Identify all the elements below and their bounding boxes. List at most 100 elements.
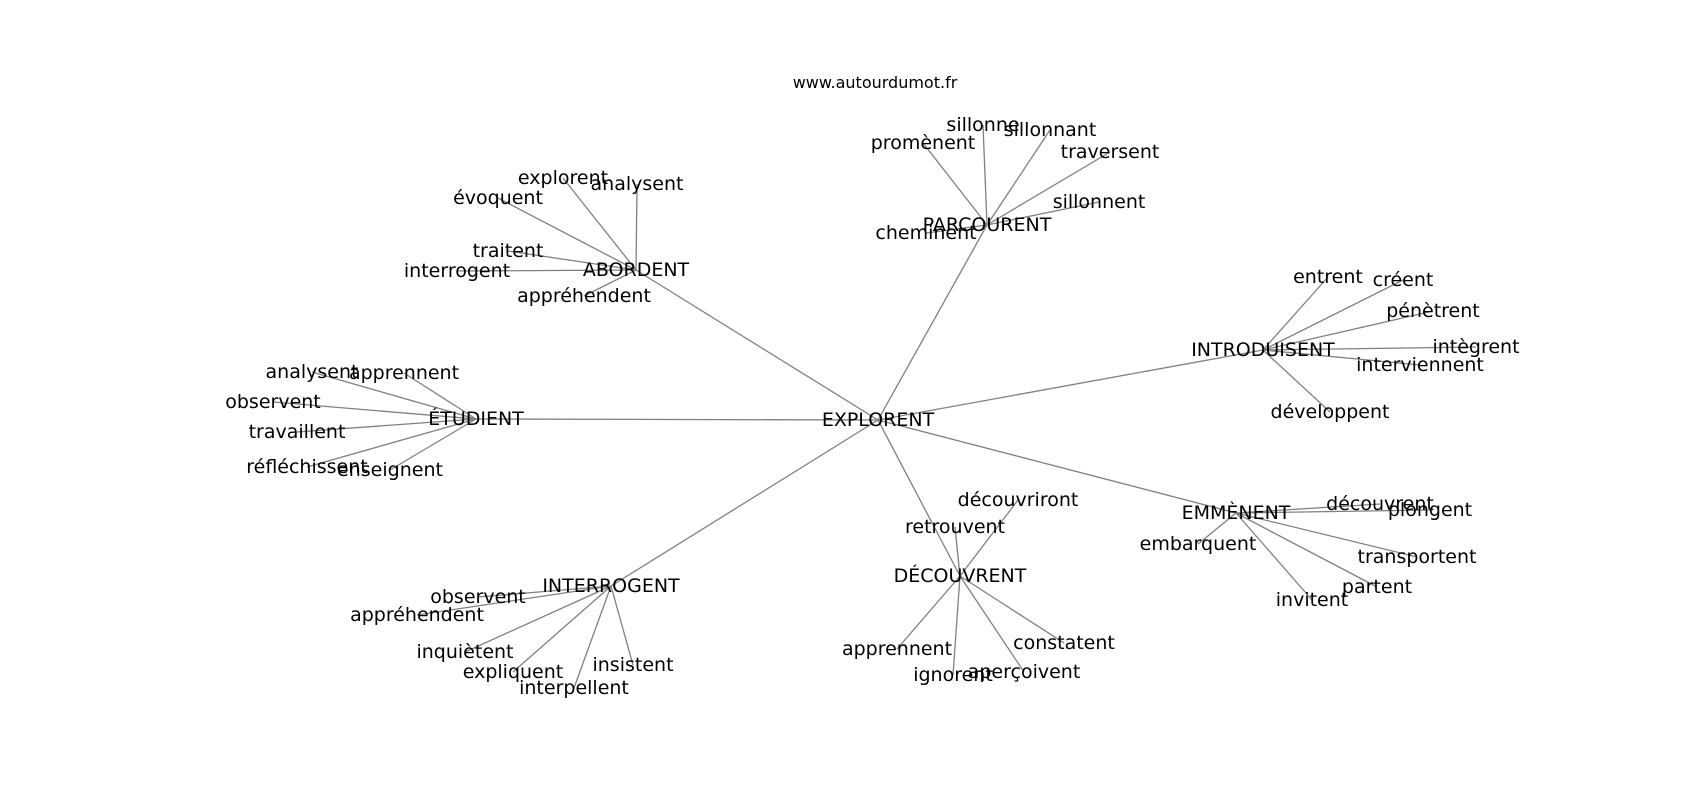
leaf-word[interactable]: expliquent (463, 661, 564, 683)
hub-word[interactable]: ABORDENT (583, 259, 690, 281)
leaf-word[interactable]: promènent (871, 132, 976, 154)
labels-layer: EXPLORENTABORDENTexplorentanalysentévoqu… (225, 114, 1519, 699)
hub-to-leaf-edge (896, 575, 961, 650)
hub-to-leaf-edge (925, 224, 988, 234)
hub-to-leaf-edge (389, 418, 477, 471)
leaf-word[interactable]: sillonne (946, 114, 1019, 136)
hub-to-leaf-edge (1262, 276, 1329, 351)
hub-word[interactable]: EMMÈNENT (1182, 501, 1291, 524)
hub-to-leaf-edge (954, 526, 961, 577)
hub-to-leaf-edge (959, 499, 1019, 577)
leaf-word[interactable]: traitent (473, 240, 544, 262)
center-to-hub-edge (635, 269, 879, 421)
leaf-word[interactable]: découvriront (958, 489, 1079, 511)
leaf-word[interactable]: partent (1342, 576, 1412, 598)
center-to-hub-edge (877, 224, 988, 421)
leaf-word[interactable]: cheminent (875, 222, 976, 244)
hub-to-leaf-edge (1262, 346, 1477, 351)
hub-to-leaf-edge (986, 151, 1111, 226)
leaf-word[interactable]: réfléchissent (246, 456, 368, 478)
hub-word[interactable]: ÉTUDIENT (428, 407, 524, 430)
hub-to-leaf-edge (306, 418, 477, 468)
leaf-word[interactable]: évoquent (453, 187, 543, 209)
leaf-word[interactable]: entrent (1293, 266, 1363, 288)
leaf-word[interactable]: retrouvent (905, 516, 1005, 538)
hub-to-leaf-edge (1262, 349, 1331, 413)
hub-to-leaf-edge (922, 142, 988, 226)
leaf-word[interactable]: appréhendent (350, 604, 484, 626)
hub-to-leaf-edge (512, 585, 612, 673)
center-word[interactable]: EXPLORENT (822, 409, 935, 431)
center-to-hub-edge (475, 418, 879, 421)
leaf-word[interactable]: découvrent (1326, 493, 1434, 515)
leaf-word[interactable]: sillonnant (1004, 119, 1097, 141)
leaf-word[interactable]: constatent (1013, 632, 1115, 654)
leaf-word[interactable]: inquiètent (416, 641, 513, 663)
leaf-word[interactable]: embarquent (1140, 533, 1257, 555)
leaf-word[interactable]: travaillent (249, 421, 346, 443)
hub-to-leaf-edge (952, 575, 961, 676)
leaf-word[interactable]: analysent (266, 361, 359, 383)
hub-to-leaf-edge (403, 372, 477, 420)
hub-to-leaf-edge (1235, 509, 1431, 514)
center-to-hub-edge (610, 419, 879, 587)
hub-to-leaf-edge (986, 129, 1051, 226)
leaf-word[interactable]: analysent (591, 173, 684, 195)
hub-to-leaf-edge (507, 250, 637, 271)
leaf-word[interactable]: intègrent (1432, 336, 1519, 358)
leaf-word[interactable]: insistent (592, 654, 673, 676)
hub-to-leaf-edge (416, 585, 612, 616)
leaf-word[interactable]: invitent (1276, 589, 1348, 611)
hub-to-leaf-edge (959, 575, 1065, 644)
leaf-word[interactable]: créent (1373, 269, 1434, 291)
center-to-hub-edge (877, 419, 961, 577)
hub-to-leaf-edge (986, 201, 1100, 226)
leaf-word[interactable]: pénètrent (1386, 300, 1480, 322)
leaf-word[interactable]: traversent (1061, 141, 1160, 163)
leaf-word[interactable]: ignorent (913, 664, 993, 686)
hub-to-leaf-edge (456, 269, 637, 272)
hub-to-leaf-edge (573, 585, 612, 689)
edges-layer (272, 124, 1477, 689)
hub-to-leaf-edge (1235, 512, 1378, 588)
leaf-word[interactable]: interpellent (519, 677, 629, 699)
hub-to-leaf-edge (562, 177, 637, 271)
center-to-hub-edge (877, 349, 1264, 421)
leaf-word[interactable]: enseignent (337, 459, 443, 481)
hub-to-leaf-edge (1235, 503, 1381, 514)
hub-to-leaf-edge (497, 197, 637, 271)
hub-to-leaf-edge (1262, 349, 1421, 366)
leaf-word[interactable]: transportent (1358, 546, 1477, 568)
hub-word[interactable]: PARCOURENT (923, 214, 1052, 236)
hub-word[interactable]: INTERROGENT (542, 575, 680, 597)
hub-to-leaf-edge (1262, 310, 1434, 351)
hub-to-leaf-edge (1197, 512, 1237, 545)
leaf-word[interactable]: sillonnent (1053, 191, 1146, 213)
hub-word[interactable]: INTRODUISENT (1191, 339, 1335, 361)
hub-to-leaf-edge (464, 585, 612, 653)
hub-to-leaf-edge (583, 269, 637, 297)
center-to-hub-edge (877, 419, 1237, 514)
hub-to-leaf-edge (1235, 512, 1313, 601)
hub-to-leaf-edge (272, 401, 477, 420)
hub-to-leaf-edge (610, 585, 634, 666)
leaf-word[interactable]: observent (430, 586, 526, 608)
leaf-word[interactable]: apprennent (842, 638, 952, 660)
leaf-word[interactable]: développent (1271, 401, 1390, 423)
hub-to-leaf-edge (1235, 512, 1418, 558)
hub-to-leaf-edge (477, 585, 612, 598)
leaf-word[interactable]: observent (225, 391, 321, 413)
leaf-word[interactable]: interviennent (1356, 354, 1484, 376)
leaf-word[interactable]: interrogent (404, 260, 510, 282)
leaf-word[interactable]: aperçoivent (968, 661, 1081, 683)
hub-to-leaf-edge (311, 371, 477, 420)
leaf-word[interactable]: plongent (1388, 499, 1472, 521)
leaf-word[interactable]: appréhendent (517, 285, 651, 307)
hub-word[interactable]: DÉCOUVRENT (894, 564, 1027, 587)
leaf-word[interactable]: explorent (518, 167, 608, 189)
hub-to-leaf-edge (1262, 279, 1404, 351)
leaf-word[interactable]: apprennent (349, 362, 459, 384)
hub-to-leaf-edge (635, 183, 638, 271)
site-label: www.autourdumot.fr (793, 73, 958, 92)
